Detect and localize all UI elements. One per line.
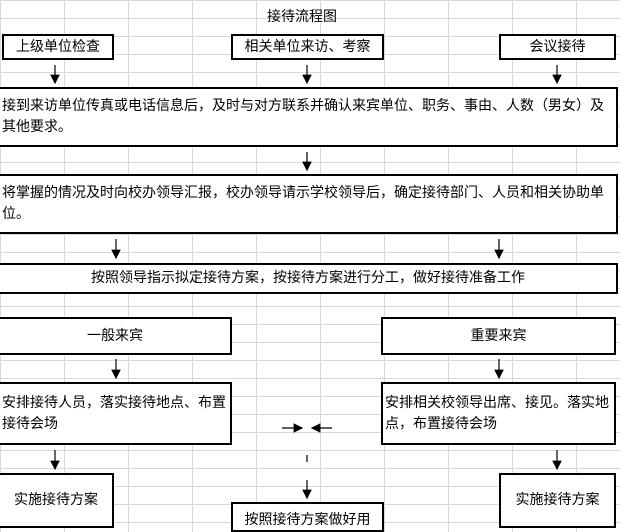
- box-related-units-visit: 相关单位来访、考察: [231, 34, 384, 60]
- box-meeting-reception: 会议接待: [499, 34, 616, 60]
- box-arrange-staff: 安排接待人员，落实接待地点、布置接待会场: [0, 382, 232, 445]
- box-general-guests: 一般来宾: [0, 317, 232, 355]
- box-important-guests: 重要来宾: [381, 317, 616, 355]
- box-arrange-leaders: 安排相关校领导出席、接见。落实地点，布置接待会场: [381, 382, 616, 445]
- box-implement-right: 实施接待方案: [499, 473, 616, 528]
- box-receive-info: 接到来访单位传真或电话信息后，及时与对方联系并确认来宾单位、职务、事由、人数（男…: [0, 87, 618, 147]
- box-implement-left: 实施接待方案: [0, 473, 114, 528]
- box-superior-inspection: 上级单位检查: [2, 34, 114, 60]
- diagram-title: 接待流程图: [267, 9, 337, 25]
- box-draft-plan: 按照领导指示拟定接待方案，按接待方案进行分工，做好接待准备工作: [0, 263, 618, 294]
- box-report-leaders: 将掌握的情况及时向校办领导汇报，校办领导请示学校领导后，确定接待部门、人员和相关…: [0, 174, 618, 234]
